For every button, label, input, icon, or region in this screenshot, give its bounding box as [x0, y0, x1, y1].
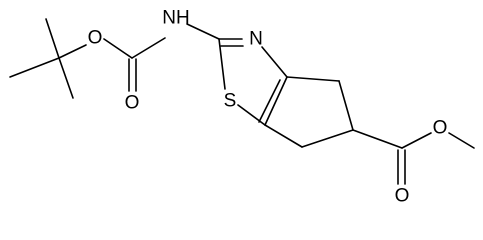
bond-ester-o-to-methyl [448, 132, 475, 149]
bond-tbu-methyl-top [45, 18, 60, 59]
bond-c3a-c6a-double-a [264, 76, 288, 126]
bond-c4-c5 [338, 80, 354, 131]
bond-ester-carbon-to-o [401, 132, 432, 149]
bond-lines [9, 18, 475, 185]
bond-c3a-c4 [286, 76, 340, 82]
atom-label-thiazole-nitrogen: N [249, 29, 263, 50]
bond-c5-c6 [301, 129, 354, 148]
bond-n3-c3a [261, 46, 288, 78]
atom-labels: O O NH N S O O [88, 8, 448, 207]
bond-boc-carbonyl-to-nh [131, 37, 166, 59]
bond-tbu-methyl-bottom [58, 57, 74, 99]
bond-c3a-c6a-double-b [258, 79, 281, 123]
atom-label-thiazole-sulfur: S [224, 91, 237, 112]
atom-label-carbamate-nh: NH [162, 8, 189, 29]
bond-s1-c6a [237, 104, 266, 126]
atom-label-ester-carbonyl-oxygen: O [395, 186, 410, 207]
bond-c2-s1 [218, 38, 226, 90]
bond-tbu-quaternary-to-o [58, 44, 87, 59]
atom-label-boc-ether-oxygen: O [88, 28, 103, 49]
atom-label-ester-ether-oxygen: O [433, 118, 448, 139]
atom-label-boc-carbonyl-oxygen: O [125, 93, 140, 114]
bond-c6-c6a [264, 124, 303, 148]
bond-c5-ester-carbon [352, 129, 403, 149]
bond-nh-to-thiazole-c2 [186, 23, 220, 40]
bond-tbu-methyl-left [9, 57, 60, 78]
bond-o-to-boc-carbonyl [103, 38, 133, 59]
molecule-structure-diagram: O O NH N S O O [9, 8, 475, 207]
